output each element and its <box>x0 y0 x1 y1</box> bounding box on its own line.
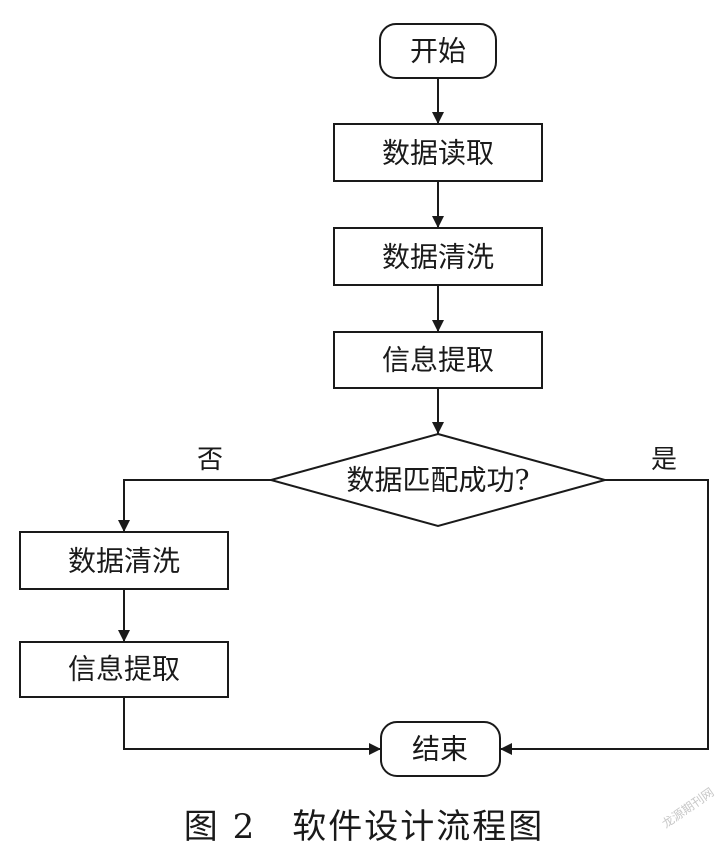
decision-node-label: 数据匹配成功? <box>346 464 529 497</box>
extract-node: 信息提取 <box>333 331 543 389</box>
end-node-label: 结束 <box>412 733 468 766</box>
start-node-label: 开始 <box>410 35 466 68</box>
no-branch-label: 否 <box>197 445 223 475</box>
arrow-decision-no-branch <box>118 479 271 532</box>
extract2-node: 信息提取 <box>19 641 229 698</box>
read-node-label: 数据读取 <box>382 137 494 170</box>
clean-node: 数据清洗 <box>333 227 543 286</box>
clean2-node-label: 数据清洗 <box>68 545 180 578</box>
arrow-extract2-to-end <box>123 697 381 755</box>
watermark: 龙源期刊网 <box>659 785 716 831</box>
arrow-decision-yes-branch <box>500 479 709 755</box>
extract-node-label: 信息提取 <box>382 344 494 377</box>
figure-caption: 图 2 软件设计流程图 <box>184 807 544 847</box>
extract2-node-label: 信息提取 <box>68 653 180 686</box>
decision-node: 数据匹配成功? <box>267 432 609 528</box>
yes-branch-label: 是 <box>651 445 677 475</box>
read-node: 数据读取 <box>333 123 543 182</box>
connectors <box>118 78 709 755</box>
clean-node-label: 数据清洗 <box>382 241 494 274</box>
clean2-node: 数据清洗 <box>19 531 229 590</box>
end-node: 结束 <box>380 721 501 777</box>
start-node: 开始 <box>379 23 497 79</box>
